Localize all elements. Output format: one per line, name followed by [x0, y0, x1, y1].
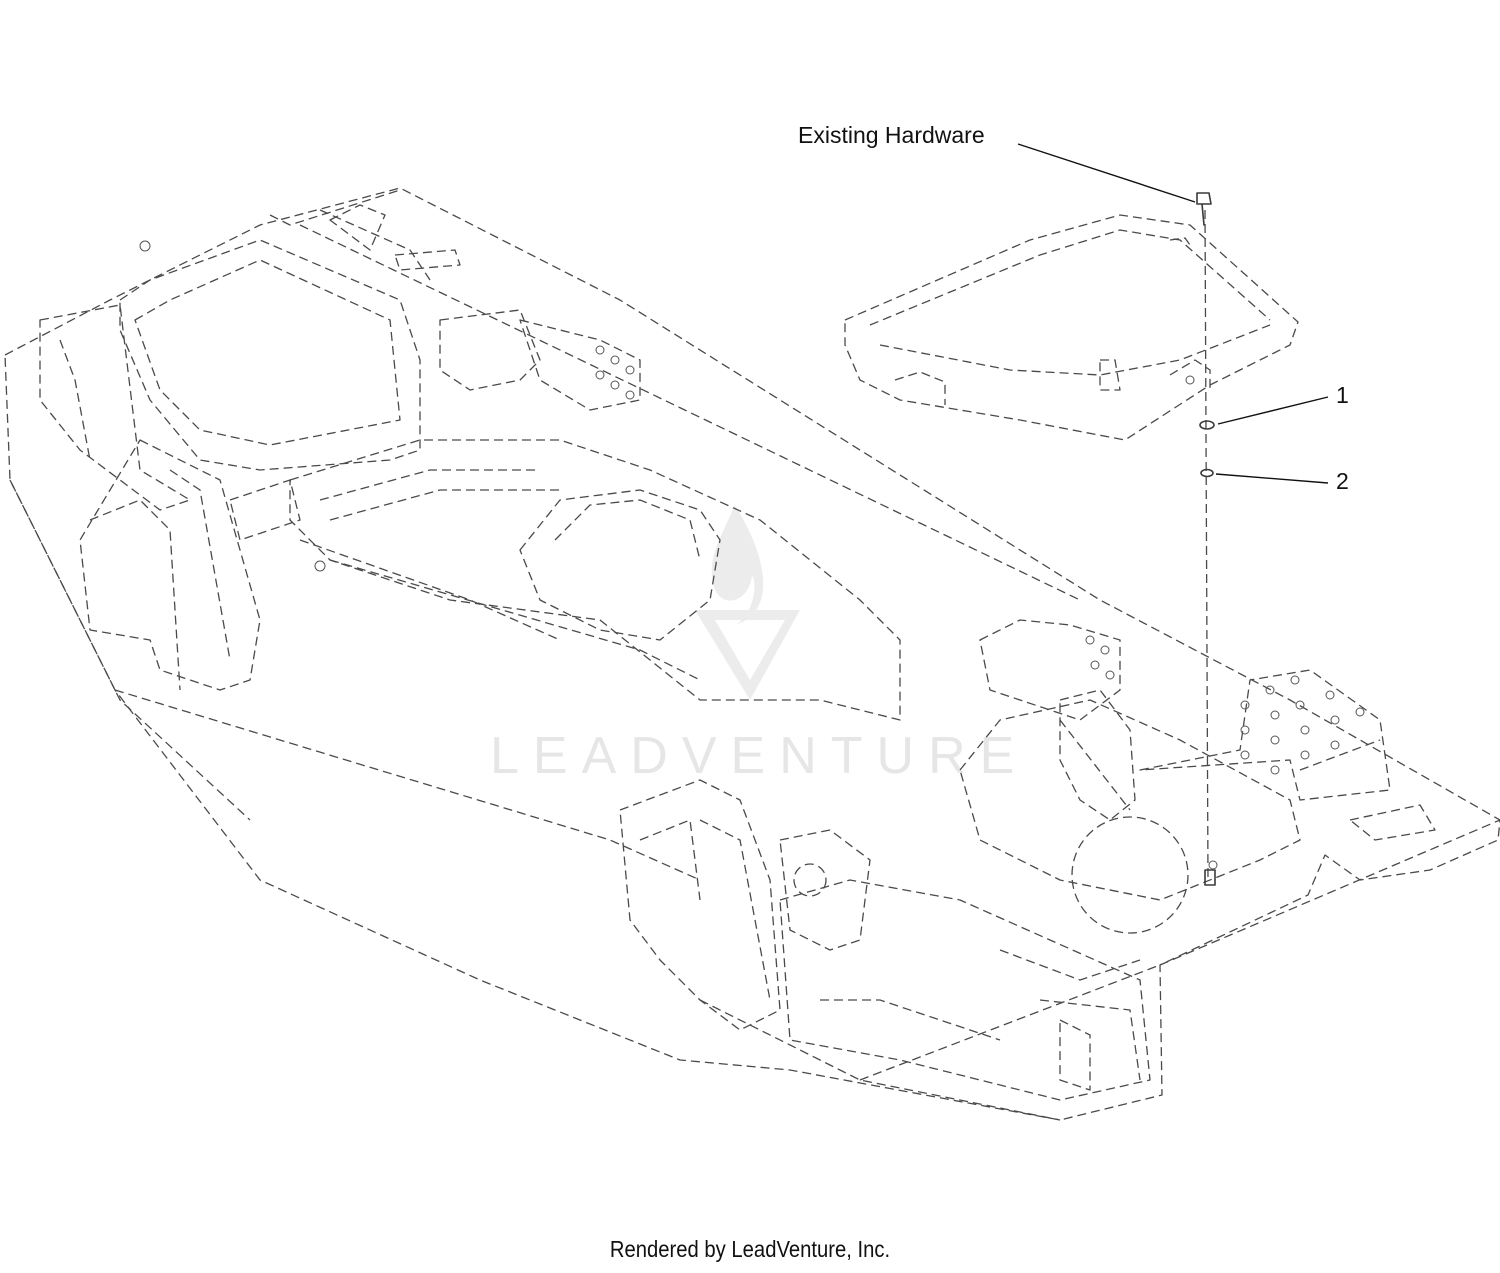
footer-credit: Rendered by LeadVenture, Inc.: [609, 1236, 891, 1262]
mower-deck: [4, 187, 1500, 1121]
washer-icon: [1199, 420, 1215, 430]
callout-label-2: 2: [1336, 468, 1349, 494]
leadventure-watermark: LEADVENTURE: [490, 505, 1028, 785]
callout-label-existing-hardware: Existing Hardware: [798, 122, 985, 148]
callout-item-2: 2: [1215, 468, 1349, 494]
watermark-text: LEADVENTURE: [490, 727, 1028, 785]
bolt-head-icon: [1196, 192, 1212, 205]
bracket-holes: [595, 345, 1115, 680]
callout-item-1: 1: [1217, 382, 1349, 425]
callout-label-1: 1: [1336, 382, 1349, 408]
perforated-plate: [1240, 675, 1365, 775]
deck-fastener-details: [139, 240, 1365, 870]
deck-side-rails: [79, 309, 1136, 1031]
nut-icon: [1200, 468, 1214, 478]
belt-cover: [844, 214, 1299, 441]
callout-existing-hardware: Existing Hardware: [798, 122, 1196, 203]
hardware-stack: [1196, 192, 1216, 886]
